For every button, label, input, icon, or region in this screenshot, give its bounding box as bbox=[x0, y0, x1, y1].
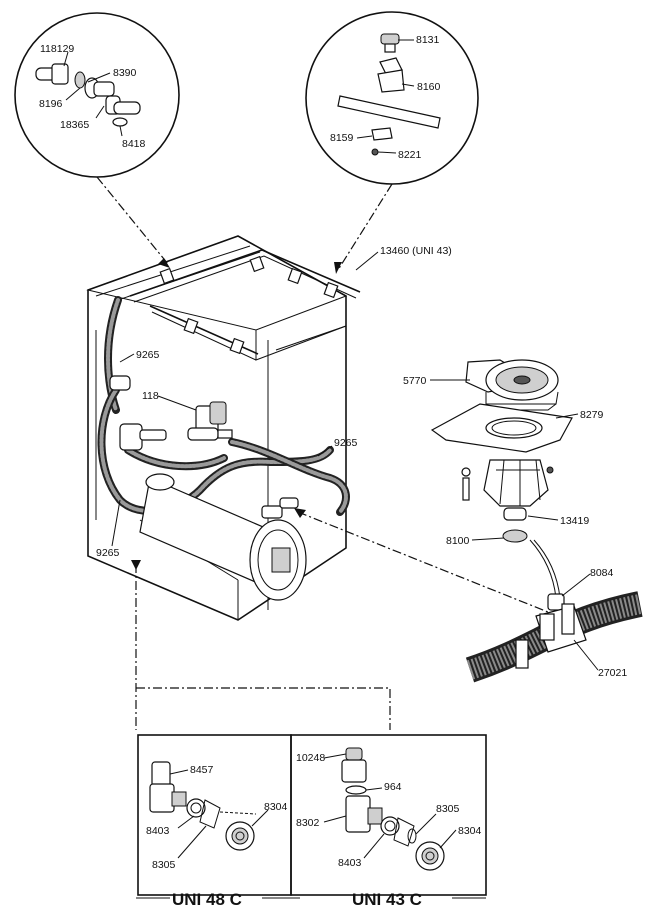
label-9265-bottom: 9265 bbox=[96, 547, 120, 559]
label-8403-right: 8403 bbox=[338, 857, 362, 869]
drain-hose bbox=[465, 591, 643, 683]
arrowhead-icon bbox=[294, 508, 306, 518]
label-8302: 8302 bbox=[296, 817, 320, 829]
drain-pump-assembly bbox=[430, 359, 573, 611]
label-13460: 13460 (UNI 43) bbox=[380, 245, 452, 257]
arrowhead-icon bbox=[131, 560, 141, 570]
label-8403-left: 8403 bbox=[146, 825, 170, 837]
label-9265-top: 9265 bbox=[136, 349, 160, 361]
leader-line-to-drain bbox=[297, 511, 549, 613]
box-uni-48c: 8457 8403 8305 8304 bbox=[137, 734, 292, 896]
label-5770: 5770 bbox=[403, 375, 427, 387]
label-8418: 8418 bbox=[122, 138, 146, 150]
label-118: 118 bbox=[142, 390, 159, 402]
label-8160: 8160 bbox=[417, 81, 441, 93]
label-8279: 8279 bbox=[580, 409, 604, 421]
model-title-uni-43c: UNI 43 C bbox=[352, 890, 422, 909]
label-13419: 13419 bbox=[560, 515, 589, 527]
arrowhead-icon bbox=[334, 262, 342, 274]
label-964: 964 bbox=[384, 781, 402, 793]
water-hoses bbox=[97, 296, 350, 516]
label-118129: 118129 bbox=[40, 43, 74, 55]
leader-line-left-circle bbox=[96, 176, 169, 265]
label-8390: 8390 bbox=[113, 67, 137, 79]
label-8221: 8221 bbox=[398, 149, 422, 161]
fitting-uni-43c bbox=[341, 747, 445, 871]
label-9265-right: 9265 bbox=[334, 437, 358, 449]
label-27021: 27021 bbox=[598, 667, 627, 679]
label-10248: 10248 bbox=[296, 752, 325, 764]
fitting-uni-48c bbox=[149, 761, 257, 851]
label-8196: 8196 bbox=[39, 98, 63, 110]
inlet-fittings bbox=[109, 375, 167, 451]
leader-line-right-circle bbox=[337, 183, 393, 271]
detail-circle-pipe-clamp: 8131 8160 8159 8221 bbox=[305, 11, 479, 185]
boiler-tank bbox=[139, 473, 307, 601]
label-8100: 8100 bbox=[446, 535, 470, 547]
label-8305-left: 8305 bbox=[152, 859, 176, 871]
pipe-clamp-part bbox=[337, 33, 441, 156]
label-8304-right: 8304 bbox=[458, 825, 482, 837]
label-8159: 8159 bbox=[330, 132, 354, 144]
model-title-uni-48c: UNI 48 C bbox=[172, 890, 242, 909]
detail-circle-hose-connector: 118129 8390 8196 18365 8418 bbox=[14, 12, 180, 178]
connector-elbow-part bbox=[35, 63, 141, 127]
label-8131: 8131 bbox=[416, 34, 440, 46]
label-8084: 8084 bbox=[590, 567, 614, 579]
label-8304-left: 8304 bbox=[264, 801, 288, 813]
solenoid-valve bbox=[187, 401, 233, 441]
label-18365: 18365 bbox=[60, 119, 89, 131]
label-8457: 8457 bbox=[190, 764, 214, 776]
label-8305-right: 8305 bbox=[436, 803, 460, 815]
upper-water-pipe bbox=[129, 249, 361, 361]
leader-bracket-bottom bbox=[131, 560, 391, 730]
box-uni-43c: 10248 964 8302 8403 8305 8304 bbox=[290, 734, 487, 896]
